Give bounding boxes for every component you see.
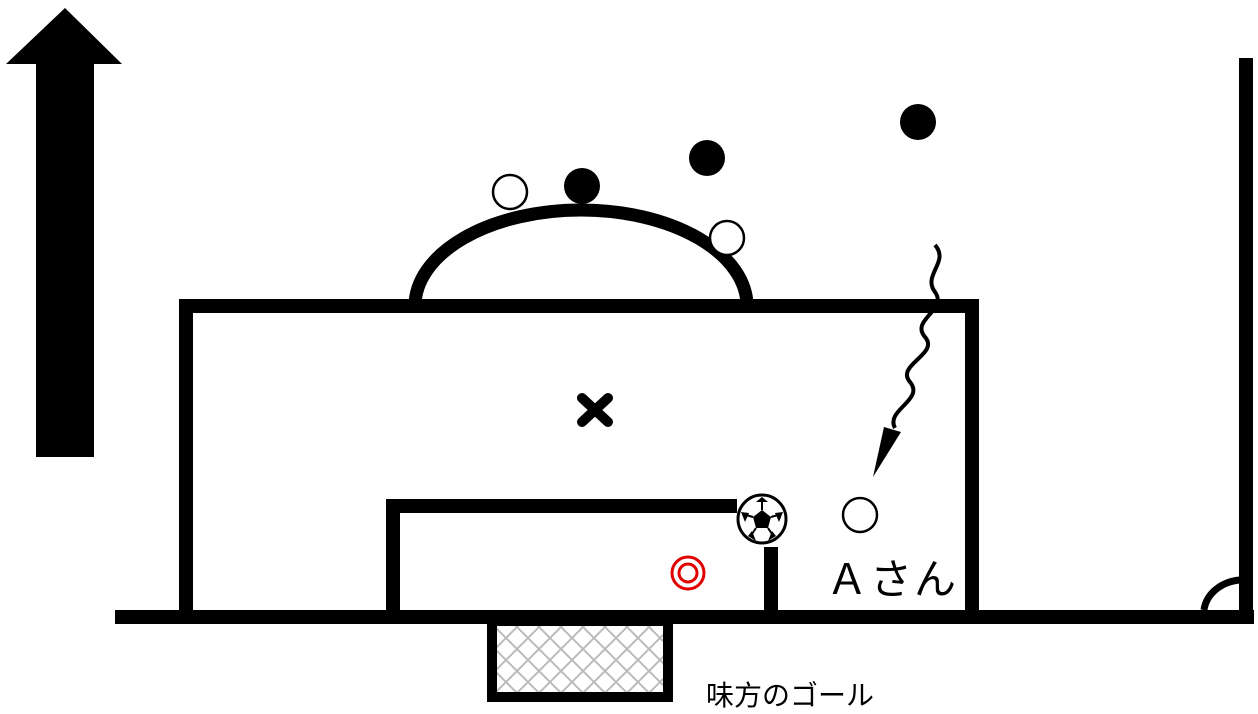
goal-net [487, 616, 673, 702]
player-a-label: Ａさん [826, 555, 959, 604]
x-mark-icon [577, 393, 613, 427]
field-lines [115, 58, 1254, 624]
opponent-player [689, 140, 725, 176]
teammate-players [491, 173, 879, 534]
penalty-area [179, 299, 979, 617]
opponent-players [564, 104, 936, 204]
teammate-player [708, 219, 746, 257]
goal-area [386, 499, 763, 617]
up-arrow-icon [6, 8, 122, 457]
corner-arc [1200, 576, 1241, 611]
own-goal-label: 味方のゴール [706, 679, 875, 712]
double-circle-icon [670, 555, 706, 591]
opponent-player [900, 104, 936, 140]
teammate-player [491, 173, 529, 211]
squiggle-arrow-icon [873, 243, 942, 477]
soccer-ball-icon [736, 491, 789, 547]
penalty-arc [408, 203, 754, 307]
opponent-player [564, 168, 600, 204]
player-a-marker [841, 496, 879, 534]
